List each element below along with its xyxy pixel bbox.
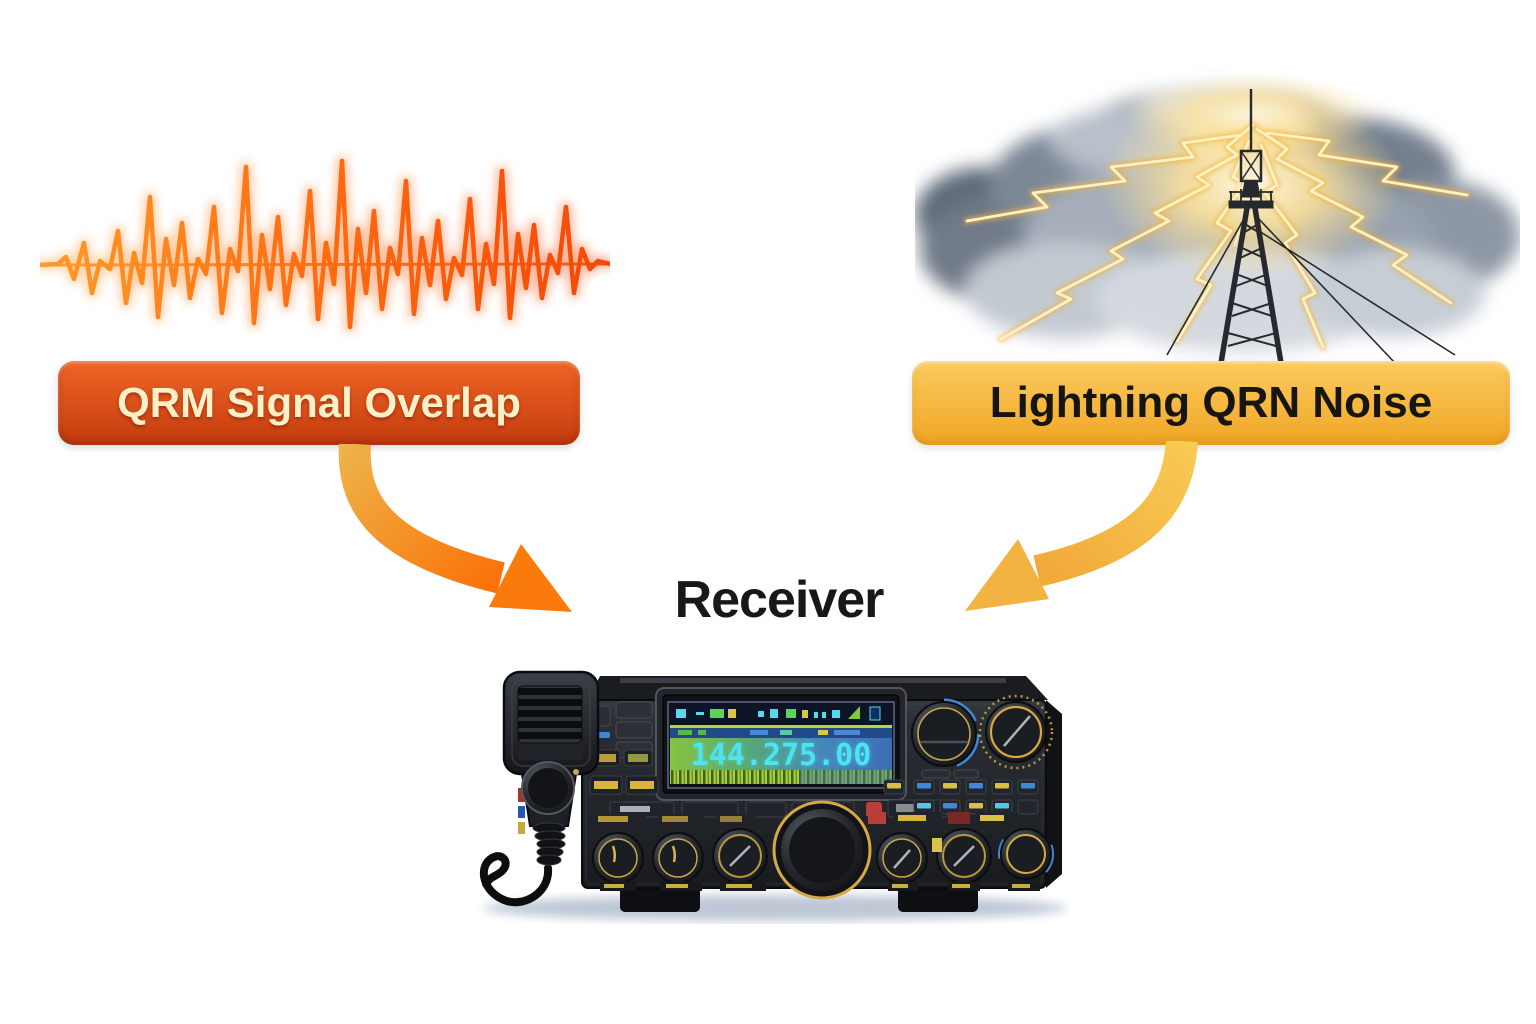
knob [592, 832, 644, 884]
bottom-knob-row [592, 800, 1054, 900]
knob [998, 826, 1054, 882]
sub-scale-marks [678, 730, 860, 735]
knob-caption-strip [600, 882, 1040, 891]
knob [876, 832, 928, 884]
qrn-label: Lightning QRN Noise [912, 361, 1510, 445]
storm-cloud-lightning-antenna-icon [915, 73, 1520, 364]
frequency-readout-glow: 144.275.00 [691, 738, 872, 773]
radio-display: 144.275.00 144.275.00 [655, 687, 907, 801]
spectrum-bar [670, 770, 892, 784]
guy-wire [1166, 216, 1246, 356]
receiver-title: Receiver [674, 571, 885, 629]
hand-microphone [480, 670, 600, 907]
ham-radio-transceiver-illustration: 144.275.00 144.275.00 [480, 670, 1067, 921]
knob [936, 828, 992, 884]
main-tuning-knob [772, 800, 872, 900]
mic-cable [480, 852, 553, 907]
right-knob-cluster [908, 694, 1054, 779]
guy-wire [1256, 216, 1456, 364]
knob [712, 828, 768, 884]
mic-grille [517, 685, 583, 744]
radio-shadow [483, 895, 1067, 921]
mic-strain-relief [532, 822, 566, 866]
panel-label-strip [594, 812, 1016, 824]
left-button-column [589, 701, 659, 795]
noise-waveform-icon [40, 155, 610, 333]
frequency-readout: 144.275.00 [691, 738, 872, 773]
arrow-right-icon [965, 441, 1198, 611]
qrm-label: QRM Signal Overlap [58, 361, 580, 445]
knob [652, 832, 704, 884]
antenna-tower-icon [1166, 89, 1456, 364]
arrow-left-icon [338, 444, 572, 612]
status-indicator-glyphs [676, 706, 881, 721]
